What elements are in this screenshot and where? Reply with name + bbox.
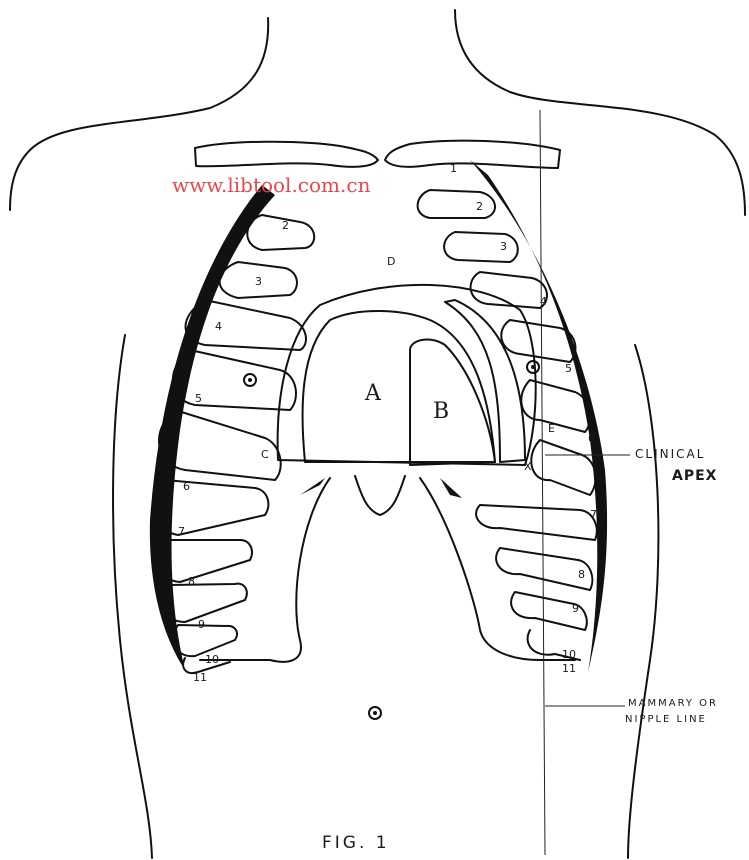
zone-a-label: A <box>364 381 382 406</box>
clinical-apex-line2: APEX <box>672 468 717 484</box>
mark-e-label: E <box>548 422 555 435</box>
heart-area <box>278 285 536 465</box>
mark-x-label: X <box>524 460 532 473</box>
clavicles <box>195 141 560 168</box>
figure-caption: FIG. 1 <box>322 833 390 853</box>
mark-c-label: C <box>261 448 269 461</box>
rib-number-right: 3 <box>500 240 507 253</box>
rib-numbers-left: 2 3 4 5 6 7 8 9 10 11 <box>178 219 289 684</box>
mark-d-label: D <box>387 255 395 268</box>
rib-number-right: 9 <box>572 602 579 615</box>
rib-number-left: 7 <box>178 525 185 538</box>
rib-number-left: 3 <box>255 275 262 288</box>
rib-number-right: 5 <box>565 362 572 375</box>
rib-number-left: 4 <box>215 320 222 333</box>
mammary-line2: NIPPLE LINE <box>625 714 707 725</box>
rib-number-left: 5 <box>195 392 202 405</box>
body-outline <box>10 10 745 858</box>
rib-number-right: 4 <box>540 295 547 308</box>
rib-number-right: 8 <box>578 568 585 581</box>
rib-number-right: 2 <box>476 200 483 213</box>
rib-number-right: 7 <box>590 508 597 521</box>
markers <box>244 374 381 719</box>
rib-number-left: 11 <box>193 671 207 684</box>
rib-number-right: 11 <box>562 662 576 675</box>
zone-b-label: B <box>433 399 449 424</box>
rib-number-left: 10 <box>205 653 219 666</box>
reference-lines <box>527 110 630 855</box>
costal-margins <box>200 476 575 662</box>
mammary-line1: MAMMARY OR <box>628 698 718 709</box>
ribs-right <box>418 190 597 660</box>
clinical-apex-line1: CLINICAL <box>635 447 705 461</box>
rib-number-left: 2 <box>282 219 289 232</box>
rib-number-right: 6 <box>588 432 595 445</box>
watermark: www.libtool.com.cn <box>172 173 371 197</box>
ribcage-shadows <box>150 160 607 672</box>
rib-number-right: 10 <box>562 648 576 661</box>
rib-number-right: 1 <box>450 162 457 175</box>
rib-number-left: 9 <box>198 618 205 631</box>
rib-number-left: 8 <box>188 575 195 588</box>
annotations: CLINICAL APEX MAMMARY OR NIPPLE LINE <box>625 447 718 725</box>
rib-number-left: 6 <box>183 480 190 493</box>
